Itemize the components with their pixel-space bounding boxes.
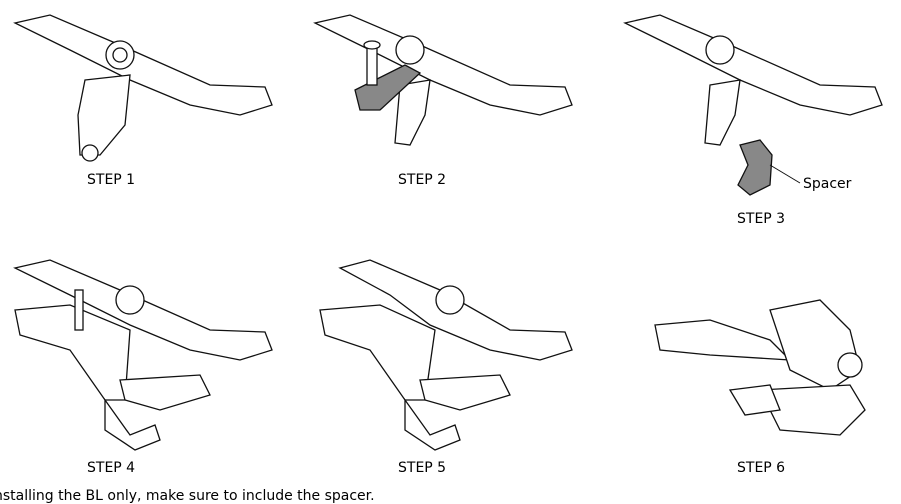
step6-label: STEP 6 [737, 460, 786, 476]
step5-illustration [319, 259, 573, 451]
step2-label: STEP 2 [398, 172, 447, 188]
step4-label: STEP 4 [87, 460, 136, 476]
footer-note: nstalling the BL only, make sure to incl… [0, 488, 375, 504]
step6-illustration [654, 299, 866, 436]
step1-label: STEP 1 [87, 172, 136, 188]
step2-illustration [313, 14, 573, 146]
step3-label: STEP 3 [737, 211, 786, 227]
step3-illustration [623, 14, 883, 196]
step1-illustration [13, 14, 273, 162]
step5-label: STEP 5 [398, 460, 447, 476]
spacer-callout: Spacer [803, 176, 852, 192]
step4-illustration [13, 259, 273, 451]
